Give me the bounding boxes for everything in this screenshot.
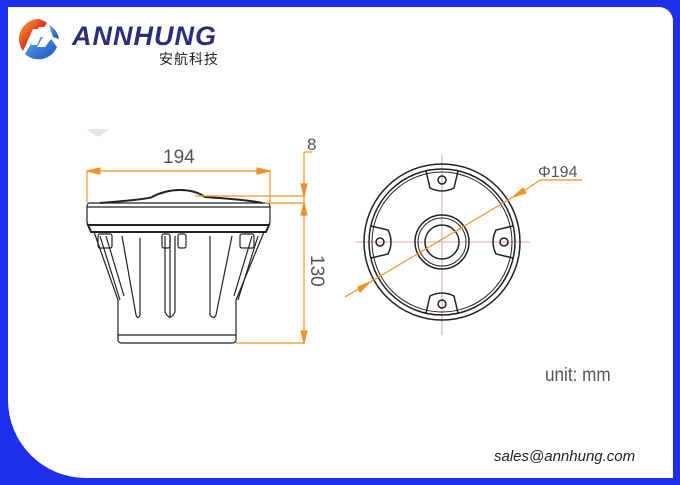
brand-subtitle: 安航科技 [159,51,219,67]
side-dimensions [86,151,312,344]
contact-email[interactable]: sales@annhung.com [494,448,636,465]
width-dimension-label: 194 [163,147,195,168]
technical-drawing: 194 8 130 [86,129,582,344]
height-dimension-label: 130 [306,255,327,287]
top-dimension-label: 8 [307,135,316,154]
top-view [344,155,582,335]
side-view [86,188,271,344]
brand-name: ANNHUNG [72,21,217,51]
diameter-dimension-label: Φ194 [538,164,578,181]
drawing-sheet: ANNHUNG 安航科技 [8,7,673,478]
unit-label: unit: mm [545,365,611,386]
annhung-logo-icon [18,19,59,60]
